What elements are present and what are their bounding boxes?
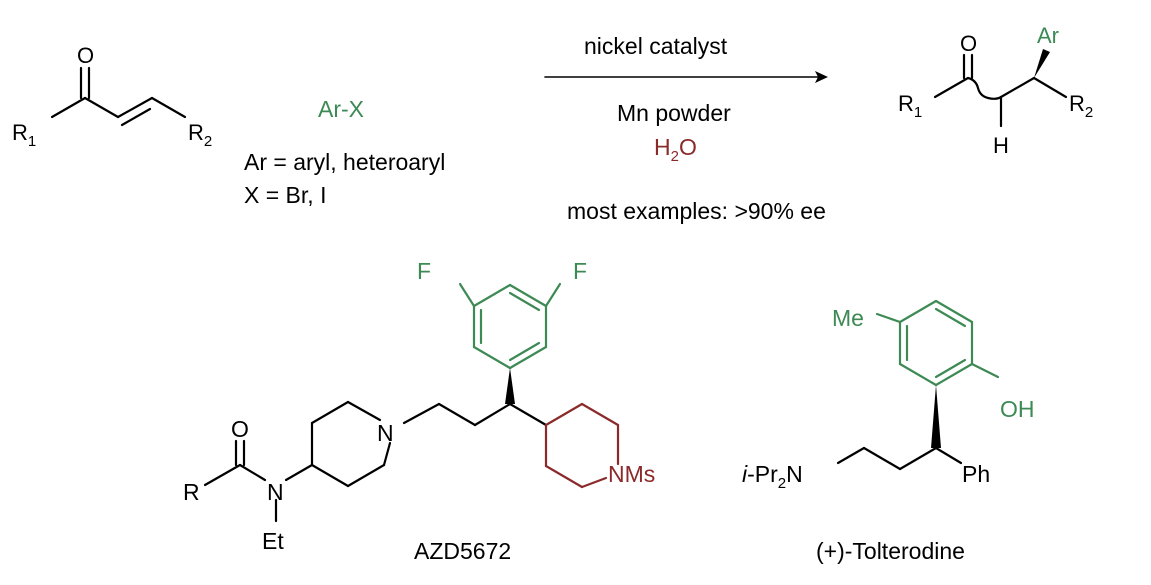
azd-carbonyl-o: O	[231, 416, 249, 442]
product-r1-label: R1	[898, 91, 922, 121]
product-structure: O Ar R1 R2 H	[898, 23, 1093, 158]
azd-r-group: R	[183, 479, 200, 505]
reactant-carbonyl-o: O	[77, 43, 94, 68]
tolterodine-name: (+)-Tolterodine	[816, 538, 965, 564]
condition-ee: most examples: >90% ee	[567, 198, 826, 224]
product-r2-label: R2	[1069, 91, 1093, 121]
enone-reactant: O R1 R2	[12, 43, 212, 150]
aryl-halide-label: Ar-X	[318, 96, 364, 122]
reactant-r1-label: R1	[12, 120, 36, 150]
condition-water: H2O	[654, 134, 697, 165]
product-ar-label: Ar	[1037, 23, 1059, 48]
tolterodine-hydroxyl: OH	[1000, 396, 1035, 422]
tolterodine-amine: i-Pr2N	[742, 461, 803, 492]
azd-amide-n: N	[267, 479, 284, 505]
product-h-label: H	[993, 133, 1009, 158]
tolterodine-structure: Me OH i-Pr2N Ph (+)-Tolterodine	[742, 299, 1035, 564]
tolterodine-phenyl: Ph	[962, 461, 990, 487]
product-carbonyl-o: O	[960, 31, 977, 56]
tolterodine-methyl: Me	[832, 305, 864, 331]
azd-piperidine-n: N	[377, 420, 394, 446]
azd-nms-label: NMs	[608, 461, 655, 487]
condition-reductant: Mn powder	[617, 100, 731, 126]
aryl-definition: Ar = aryl, heteroaryl	[244, 149, 445, 175]
azd-ethyl: Et	[262, 528, 284, 554]
reaction-arrow	[544, 71, 828, 83]
reactant-r2-label: R2	[188, 120, 212, 150]
halide-definition: X = Br, I	[244, 182, 326, 208]
azd-fluorine-right: F	[573, 258, 587, 284]
azd-fluorine-left: F	[417, 258, 431, 284]
azd5672-structure: F F N N O R Et NMs AZD5672	[183, 258, 655, 564]
azd-compound-name: AZD5672	[414, 538, 511, 564]
condition-catalyst: nickel catalyst	[584, 33, 728, 59]
